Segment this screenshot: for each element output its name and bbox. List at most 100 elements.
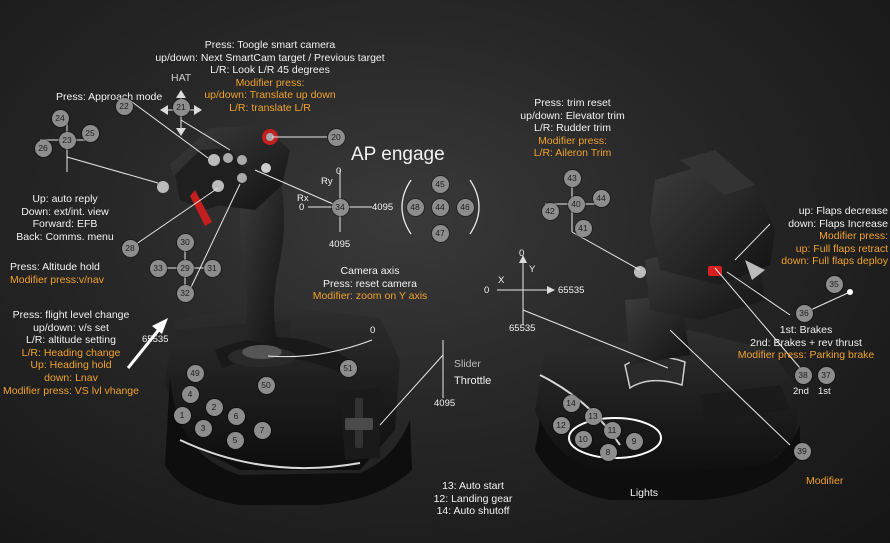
first-label: 1st — [818, 386, 831, 397]
button-badge: 46 — [456, 198, 474, 216]
brakes-block: 1st: Brakes 2nd: Brakes + rev thrust Mod… — [728, 324, 884, 362]
brakes-line-2: 2nd: Brakes + rev thrust — [750, 336, 862, 349]
button-badge: 39 — [793, 442, 811, 460]
button-badge: 41 — [574, 219, 592, 237]
throttle-label: Throttle — [454, 375, 492, 387]
autostart-line-2: 12: Landing gear — [433, 492, 513, 505]
autostart-line-3: 14: Auto shutoff — [436, 505, 510, 518]
flightlevel-line-3: L/R: altitude setting — [26, 334, 116, 347]
button-badge: 13 — [584, 407, 602, 425]
ap-left-paren — [401, 179, 412, 235]
hat-arrows — [160, 90, 555, 294]
flightlevel-mod-4: Modifier press: VS lvl vhange — [3, 384, 139, 397]
button-badge: 45 — [431, 175, 449, 193]
button-badge: 8 — [599, 443, 617, 461]
trim-line-1: Press: trim reset — [534, 97, 611, 109]
button-badge: 11 — [603, 421, 621, 439]
throttle-body — [535, 150, 800, 500]
button-badge: 21 — [172, 98, 190, 116]
button-badge: 47 — [431, 224, 449, 242]
brakes-mod-1: Modifier press: Parking brake — [737, 349, 875, 362]
flightlevel-line-1: Press: flight level change — [12, 309, 130, 321]
button-badge: 9 — [625, 432, 643, 450]
rxry-ry: Ry — [321, 176, 333, 187]
altitude-line-1: Press: Altitude hold — [10, 261, 100, 273]
left-joystick-grip — [157, 126, 296, 367]
button-badge: 24 — [51, 109, 69, 127]
comms-line-3: Forward: EFB — [32, 218, 98, 231]
smartcam-line-3: L/R: Look L/R 45 degrees — [210, 64, 330, 77]
ap-right-paren — [469, 179, 480, 235]
lights-label: Lights — [630, 487, 659, 499]
button-badge: 48 — [406, 198, 424, 216]
button-badge: 1 — [173, 406, 191, 424]
flaps-mod-2: up: Full flaps retract — [795, 242, 888, 255]
button-badge: 25 — [81, 124, 99, 142]
button-badge: 49 — [186, 364, 204, 382]
trim-mod-2: L/R: Aileron Trim — [533, 147, 612, 160]
leader-lines — [40, 93, 851, 446]
smartcam-block: Press: Toogle smart camera up/down: Next… — [130, 39, 410, 115]
smartcam-line-1: Press: Toogle smart camera — [204, 39, 336, 51]
flightlevel-mod-3: down: Lnav — [44, 371, 98, 384]
base-y: Y — [529, 264, 536, 275]
button-badge: 31 — [203, 259, 221, 277]
autostart-line-1: 13: Auto start — [442, 480, 504, 492]
altitude-mod-1: Modifier press:v/nav — [10, 273, 104, 286]
button-badge: 44 — [431, 198, 449, 216]
button-badge: 38 — [794, 366, 812, 384]
button-badge: 40 — [567, 195, 585, 213]
flightlevel-mod-2: Up: Heading hold — [30, 359, 112, 372]
flaps-mod-1: Modifier press: — [819, 230, 888, 243]
button-badge: 34 — [331, 198, 349, 216]
smartcam-mod-3: L/R: translate L/R — [229, 101, 311, 114]
button-badge: 36 — [795, 304, 813, 322]
flightlevel-mod-1: L/R: Heading change — [21, 346, 121, 359]
rxry-rx: Rx — [297, 193, 309, 204]
button-badge: 43 — [563, 169, 581, 187]
trim-line-3: L/R: Rudder trim — [533, 122, 612, 135]
button-badge: 10 — [574, 430, 592, 448]
second-label: 2nd — [793, 386, 809, 397]
brakes-line-1: 1st: Brakes — [779, 324, 833, 336]
base-top: 0 — [519, 248, 525, 259]
smartcam-line-2: up/down: Next SmartCam target / Previous… — [155, 51, 385, 64]
button-badge: 29 — [176, 259, 194, 277]
brake-pointer-dot — [847, 289, 853, 295]
button-badge: 51 — [339, 359, 357, 377]
smartcam-mod-2: up/down: Translate up down — [204, 89, 336, 102]
button-badge: 50 — [257, 376, 275, 394]
comms-line-2: Down: ext/int. view — [21, 205, 109, 218]
camera-axis-mod-1: Modifier: zoom on Y axis — [312, 290, 428, 303]
button-badge: 42 — [541, 202, 559, 220]
button-badge: 2 — [205, 398, 223, 416]
stick-edge-label: 65535 — [142, 334, 169, 345]
button-badge: 32 — [176, 284, 194, 302]
base-bottom: 65535 — [509, 323, 536, 334]
modifier-label: Modifier — [806, 475, 844, 487]
flaps-line-2: down: Flaps Increase — [788, 217, 888, 230]
trim-block: Press: trim reset up/down: Elevator trim… — [505, 97, 640, 160]
approach-line: Press: Approach mode — [56, 91, 163, 103]
button-badge: 37 — [817, 366, 835, 384]
lights-ellipse — [568, 417, 662, 459]
comms-line-4: Back: Comms. menu — [16, 230, 114, 243]
trim-mod-1: Modifier press: — [538, 134, 607, 147]
button-badge: 23 — [58, 131, 76, 149]
flaps-block: up: Flaps decrease down: Flaps Increase … — [768, 205, 888, 268]
button-badge: 5 — [226, 431, 244, 449]
flaps-line-1: up: Flaps decrease — [798, 205, 888, 217]
rxry-right: 4095 — [372, 202, 394, 213]
comms-line-1: Up: auto reply — [32, 193, 98, 205]
smartcam-mod-1: Modifier press: — [235, 76, 305, 89]
button-badge: 20 — [327, 128, 345, 146]
button-badge: 14 — [562, 394, 580, 412]
autostart-block: 13: Auto start 12: Landing gear 14: Auto… — [418, 480, 528, 518]
ap-engage-title: AP engage — [351, 144, 445, 165]
slider-axis-top: 0 — [370, 325, 376, 336]
button-badge: 22 — [115, 97, 133, 115]
rxry-bottom: 4095 — [329, 239, 351, 250]
camera-axis-block: Camera axis Press: reset camera Modifier… — [300, 265, 440, 303]
button-badge: 26 — [34, 139, 52, 157]
